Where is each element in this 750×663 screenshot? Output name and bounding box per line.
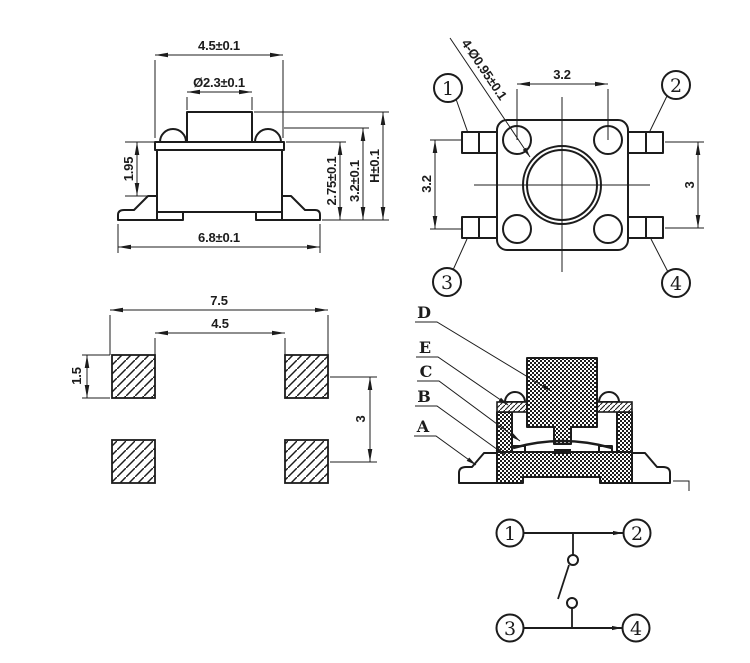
corner-mark [673, 480, 690, 491]
switch-contact-bottom [566, 597, 578, 609]
center-contact [554, 449, 571, 454]
switch-lever [557, 564, 570, 600]
dim-hole-pitch-x: 3.2 [553, 67, 570, 82]
dim-hole-pitch-y: 3.2 [419, 175, 434, 192]
dim-outer-span: 7.5 [210, 293, 227, 308]
terminal-3-circle [495, 613, 525, 643]
terminal-1-circle [495, 518, 525, 548]
dim-inner-span: 4.5 [211, 316, 228, 331]
lead-left [117, 195, 158, 221]
terminal-1-number: 1 [504, 523, 516, 545]
circuit-schematic: 1 2 3 4 [495, 518, 652, 643]
balloon-3-circle [432, 267, 462, 297]
section-view: D E C B A [414, 303, 690, 491]
dome-bump-left [159, 128, 187, 143]
button-inner-circle [526, 149, 598, 221]
section-lead-left [458, 452, 498, 484]
label-e: E [419, 338, 431, 357]
terminal-2-circle [622, 518, 652, 548]
cover-plate [154, 141, 285, 151]
terminal-4-number: 4 [630, 618, 642, 640]
hole-note: 4-Ø0.95±0.1 [459, 36, 511, 102]
pad-bottom-left [111, 439, 156, 484]
land-pattern-view: 7.5 4.5 1.5 3 [69, 293, 377, 484]
lead-right [281, 195, 321, 221]
balloon-3: 3 [441, 272, 453, 294]
pad-top-left [111, 354, 156, 399]
section-lead-right [631, 452, 671, 484]
terminal-4-circle [621, 613, 651, 643]
button-outer-circle [522, 145, 602, 225]
front-view: 4.5±0.1 Ø2.3±0.1 1.95 2.75±0.1 3.2±0.1 H… [117, 38, 389, 253]
balloon-2-circle [661, 70, 691, 100]
standoff-left [156, 211, 184, 221]
dim-knob-diameter: Ø2.3±0.1 [193, 75, 245, 90]
dome-contact [512, 439, 613, 450]
dim-terminal-pitch: 3 [682, 181, 697, 188]
corner-hole [593, 214, 623, 244]
dim-bottom-width: 6.8±0.1 [198, 230, 240, 245]
switch-contact-top [567, 554, 579, 566]
cover-bump-left [504, 391, 526, 403]
pad-top-right [284, 354, 329, 399]
balloon-1-circle [433, 73, 463, 103]
label-a: A [416, 417, 430, 436]
dim-row-pitch: 3 [353, 415, 368, 422]
dim-body-height: 1.95 [121, 157, 136, 182]
dome-bump-right [254, 128, 282, 143]
dim-top-width: 4.5±0.1 [198, 38, 240, 53]
label-d: D [417, 303, 431, 322]
switch-body [156, 149, 283, 213]
cover-bump-right [598, 391, 620, 403]
dim-height-overall: H±0.1 [367, 149, 382, 183]
terminal-3-number: 3 [504, 618, 516, 640]
cover-right [596, 401, 633, 413]
balloon-2: 2 [670, 75, 682, 97]
pad-bottom-right [284, 439, 329, 484]
dim-height-dome: 3.2±0.1 [347, 160, 362, 202]
housing-wall-left [496, 411, 513, 453]
standoff-right [255, 211, 283, 221]
corner-hole [502, 214, 532, 244]
balloon-4: 4 [670, 273, 682, 295]
dim-pad-height: 1.5 [69, 367, 84, 384]
label-b: B [417, 387, 431, 406]
balloon-1: 1 [442, 78, 454, 100]
dim-height-base: 2.75±0.1 [324, 157, 339, 206]
top-view: 4-Ø0.95±0.1 3.2 3.2 3 1 2 3 4 [419, 36, 704, 298]
balloon-4-circle [661, 268, 691, 298]
cover-left [496, 401, 528, 413]
terminal-2-number: 2 [631, 523, 643, 545]
stem [526, 357, 598, 445]
label-c: C [420, 362, 433, 381]
housing-wall-right [616, 411, 633, 453]
push-knob [186, 111, 253, 143]
molded-base [496, 451, 633, 484]
